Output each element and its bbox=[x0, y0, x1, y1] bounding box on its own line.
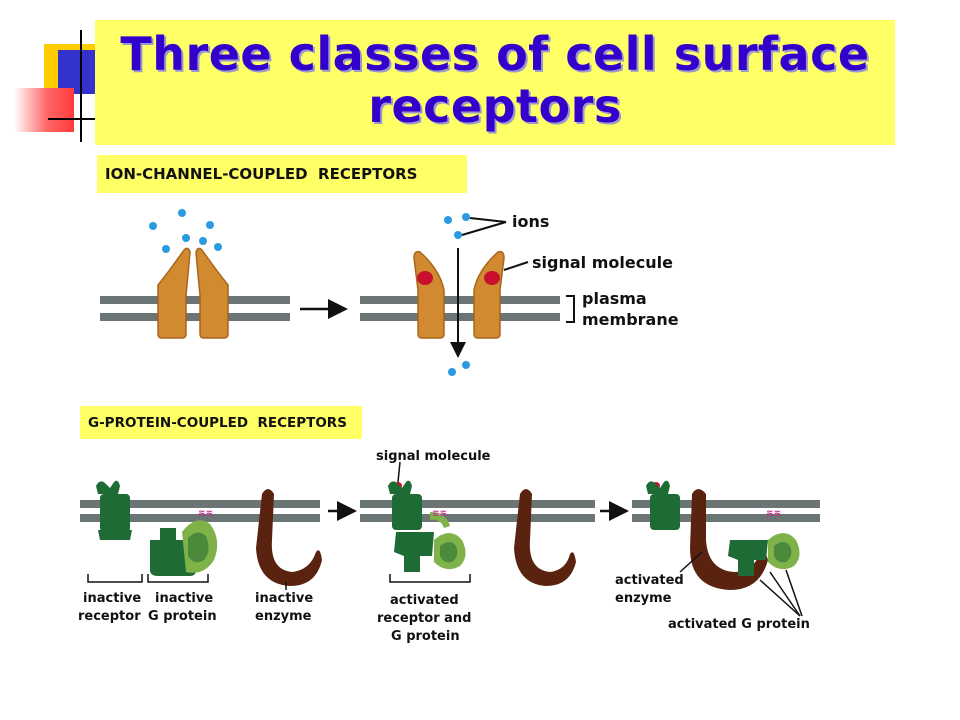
activated-receptor-label-3: G protein bbox=[391, 629, 460, 644]
gpcr-membrane-1 bbox=[80, 500, 320, 522]
activated-receptor-2 bbox=[388, 480, 422, 530]
activated-enzyme-label-2: enzyme bbox=[615, 591, 672, 606]
svg-text:≋≋: ≋≋ bbox=[432, 509, 447, 519]
ions-cluster-right bbox=[444, 213, 470, 376]
activated-enzyme bbox=[690, 489, 768, 590]
activated-enzyme-label-1: activated bbox=[615, 573, 684, 588]
inactive-enzyme-label-1: inactive bbox=[255, 591, 313, 606]
ion-channel-closed bbox=[157, 247, 229, 339]
inactive-receptor bbox=[96, 480, 132, 540]
title-banner bbox=[95, 20, 895, 145]
gpcr-membrane-3 bbox=[632, 500, 820, 522]
activated-g-protein-2: ≋≋ bbox=[394, 509, 466, 572]
ion-channel-section-label: ION-CHANNEL-COUPLED RECEPTORS bbox=[97, 155, 467, 193]
activated-receptor-label-2: receptor and bbox=[377, 611, 471, 626]
corner-horizontal-line bbox=[48, 118, 108, 120]
inactive-enzyme-label-2: enzyme bbox=[255, 609, 312, 624]
annotation-brackets bbox=[87, 461, 803, 617]
activated-receptor-3 bbox=[646, 480, 680, 530]
inactive-enzyme bbox=[256, 489, 322, 586]
plasma-membrane-left bbox=[100, 296, 290, 321]
signal-molecule-right bbox=[484, 271, 500, 285]
activated-receptor-label-1: activated bbox=[390, 593, 459, 608]
ions-label: ions bbox=[512, 212, 549, 231]
gpcr-label-text: G-PROTEIN-COUPLED RECEPTORS bbox=[88, 414, 347, 431]
svg-text:≋≋: ≋≋ bbox=[766, 509, 781, 519]
corner-red-square bbox=[14, 88, 74, 132]
signal-molecule-label-gpcr: signal molecule bbox=[376, 449, 491, 464]
inactive-receptor-label-2: receptor bbox=[78, 609, 141, 624]
ions-cluster-left bbox=[149, 209, 222, 253]
plasma-label: plasma bbox=[582, 289, 647, 308]
page-title: Three classes of cell surface receptors bbox=[120, 27, 870, 133]
corner-blue-square bbox=[58, 50, 98, 94]
inactive-receptor-label-1: inactive bbox=[83, 591, 141, 606]
ion-channel-open bbox=[413, 250, 505, 339]
inactive-g-protein-label-1: inactive bbox=[155, 591, 213, 606]
gpcr-section-label: G-PROTEIN-COUPLED RECEPTORS bbox=[80, 406, 362, 439]
corner-vertical-line bbox=[80, 30, 82, 142]
ion-channel-label-text: ION-CHANNEL-COUPLED RECEPTORS bbox=[105, 165, 418, 183]
gpcr-membrane-2 bbox=[360, 500, 595, 522]
plasma-membrane-right bbox=[360, 296, 560, 321]
membrane-label: membrane bbox=[582, 310, 679, 329]
inactive-g-protein: ≋≋ bbox=[150, 509, 218, 576]
activated-g-protein-3: ≋≋ bbox=[728, 509, 800, 576]
inactive-g-protein-label-2: G protein bbox=[148, 609, 217, 624]
signal-molecule-left bbox=[417, 271, 433, 285]
ion-pointer-lines bbox=[461, 217, 575, 323]
signal-molecule-label-ion: signal molecule bbox=[532, 253, 673, 272]
activated-g-protein-label: activated G protein bbox=[668, 617, 810, 632]
svg-text:≋≋: ≋≋ bbox=[198, 509, 213, 519]
inactive-enzyme-2 bbox=[514, 489, 576, 586]
